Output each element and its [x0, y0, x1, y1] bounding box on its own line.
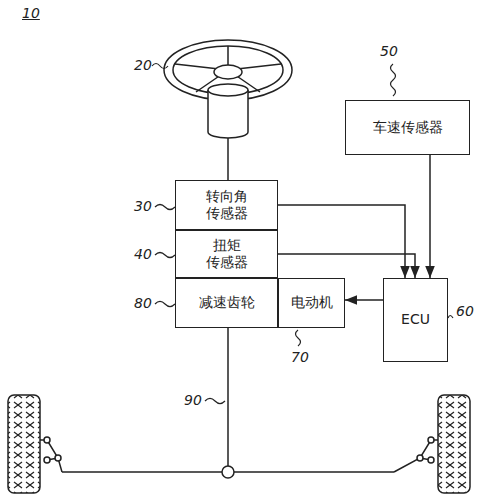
- box-label: 扭矩 传感器: [203, 237, 249, 272]
- signal-line: [278, 205, 405, 278]
- steering-wheel: [164, 40, 292, 180]
- callout-number: 30: [134, 199, 152, 213]
- box-label: 车速传感器: [373, 119, 443, 137]
- callout-number: 60: [456, 304, 474, 318]
- callout-number: 40: [134, 247, 152, 261]
- signal-line: [429, 155, 431, 278]
- box-label: 电动机: [291, 294, 333, 312]
- callout-number: 70: [291, 350, 309, 364]
- component-box: 转向角 传感器: [175, 180, 278, 230]
- box-label: ECU: [401, 311, 430, 329]
- signal-line: [278, 254, 415, 278]
- signal-line: [345, 299, 383, 301]
- component-box: 车速传感器: [345, 100, 470, 155]
- callout-number: 90: [184, 393, 202, 407]
- control-unit: ECU: [383, 278, 448, 362]
- callout-number: 50: [380, 44, 398, 58]
- callout-number: 20: [134, 58, 152, 72]
- component-box: 电动机: [278, 278, 345, 328]
- box-label: 转向角 传感器: [203, 188, 249, 223]
- wheel: [8, 395, 470, 493]
- steering-linkage: [44, 328, 434, 478]
- component-box: 扭矩 传感器: [175, 230, 278, 278]
- box-label: 减速齿轮: [199, 294, 255, 312]
- component-box: 减速齿轮: [175, 278, 278, 328]
- figure-number: 10: [22, 6, 40, 20]
- callout-number: 80: [134, 296, 152, 310]
